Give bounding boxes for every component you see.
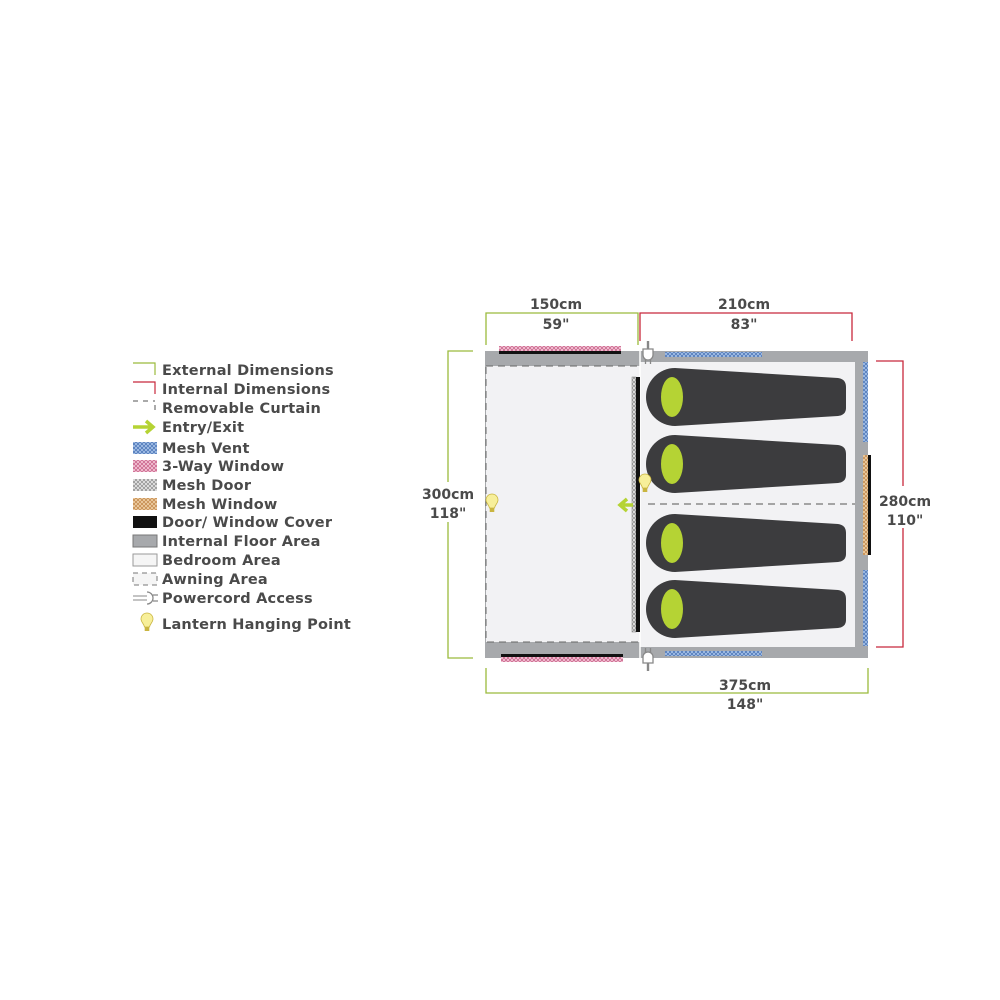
legend-label: Powercord Access: [162, 591, 313, 607]
legend-label: Awning Area: [162, 572, 268, 588]
arrow-right-icon: [133, 419, 156, 435]
sleeping-bag-head: [661, 444, 683, 484]
legend-item: Internal Dimensions: [133, 381, 330, 398]
mesh-vent-top: [665, 352, 762, 357]
window-cover-bottom: [501, 654, 623, 657]
mesh-window-swatch-icon: [133, 498, 157, 510]
legend-item: Powercord Access: [133, 591, 313, 607]
external-dimension-icon: [133, 362, 156, 375]
sleeping-bag: [646, 580, 846, 638]
legend-label: Bedroom Area: [162, 553, 281, 569]
bedroom-width-cm: 210cm: [718, 297, 770, 313]
internal-floor-swatch-icon: [132, 534, 158, 548]
mesh-window-right: [863, 455, 868, 555]
sleeping-bag-head: [661, 377, 683, 417]
external-length-cm: 375cm: [719, 678, 771, 694]
sleeping-bag: [646, 514, 846, 572]
lantern-icon: [140, 612, 154, 632]
legend-label: Mesh Door: [162, 478, 252, 494]
mesh-vent-right-top: [863, 362, 868, 442]
mesh-door-swatch-icon: [133, 479, 157, 491]
sleeping-bag: [646, 368, 846, 426]
legend-label: Door/ Window Cover: [162, 515, 333, 531]
three-way-window-swatch-icon: [133, 460, 157, 472]
door-cover: [636, 377, 640, 632]
internal-dimension-icon: [133, 381, 156, 394]
legend-item: Door/ Window Cover: [133, 515, 333, 531]
legend-item: Internal Floor Area: [132, 534, 321, 550]
awning-swatch-icon: [132, 572, 158, 586]
three-way-window-top: [499, 346, 621, 351]
legend-item: Mesh Vent: [133, 441, 250, 457]
legend-label: Removable Curtain: [162, 401, 321, 417]
legend-item: Entry/Exit: [133, 419, 244, 436]
external-depth-in: 118": [430, 506, 467, 522]
mesh-vent-swatch-icon: [133, 442, 157, 454]
door-window-cover-swatch-icon: [133, 516, 157, 528]
legend-item: Mesh Door: [133, 478, 252, 494]
legend-label: Mesh Vent: [162, 441, 250, 457]
powercord-icon: [133, 591, 158, 605]
sleeping-bag: [646, 435, 846, 493]
mesh-vent-bottom: [665, 651, 762, 656]
awning-area: [485, 365, 641, 643]
internal-depth-cm: 280cm: [879, 494, 931, 510]
legend-label: External Dimensions: [162, 363, 334, 379]
awning-width-in: 59": [543, 317, 570, 333]
window-cover-right: [868, 455, 871, 555]
legend-item: Lantern Hanging Point: [140, 612, 351, 633]
legend-label: 3-Way Window: [162, 459, 284, 475]
legend-label: Entry/Exit: [162, 420, 244, 436]
legend-item: External Dimensions: [133, 362, 334, 379]
awning-width-cm: 150cm: [530, 297, 582, 313]
bedroom-width-in: 83": [731, 317, 758, 333]
mesh-vent-right-bottom: [863, 570, 868, 646]
external-depth-cm: 300cm: [422, 487, 474, 503]
internal-depth-in: 110": [887, 513, 924, 529]
legend-item: Mesh Window: [133, 497, 278, 513]
legend-label: Lantern Hanging Point: [162, 617, 351, 633]
legend-label: Internal Floor Area: [162, 534, 321, 550]
bedroom-swatch-icon: [132, 553, 158, 567]
window-cover-top: [499, 351, 621, 354]
sleeping-bag-head: [661, 523, 683, 563]
tent-body: [485, 339, 871, 673]
legend-item: Removable Curtain: [133, 400, 321, 417]
legend-item: 3-Way Window: [133, 459, 284, 475]
legend-label: Mesh Window: [162, 497, 278, 513]
dimension-lines: [447, 312, 904, 694]
three-way-window-bottom: [501, 657, 623, 662]
legend-item: Awning Area: [132, 572, 268, 588]
sleeping-bag-head: [661, 589, 683, 629]
legend-label: Internal Dimensions: [162, 382, 330, 398]
external-length-in: 148": [727, 697, 764, 713]
legend-item: Bedroom Area: [132, 553, 281, 569]
removable-curtain-icon: [133, 400, 156, 413]
entry-exit-arrow-icon: [617, 497, 633, 513]
